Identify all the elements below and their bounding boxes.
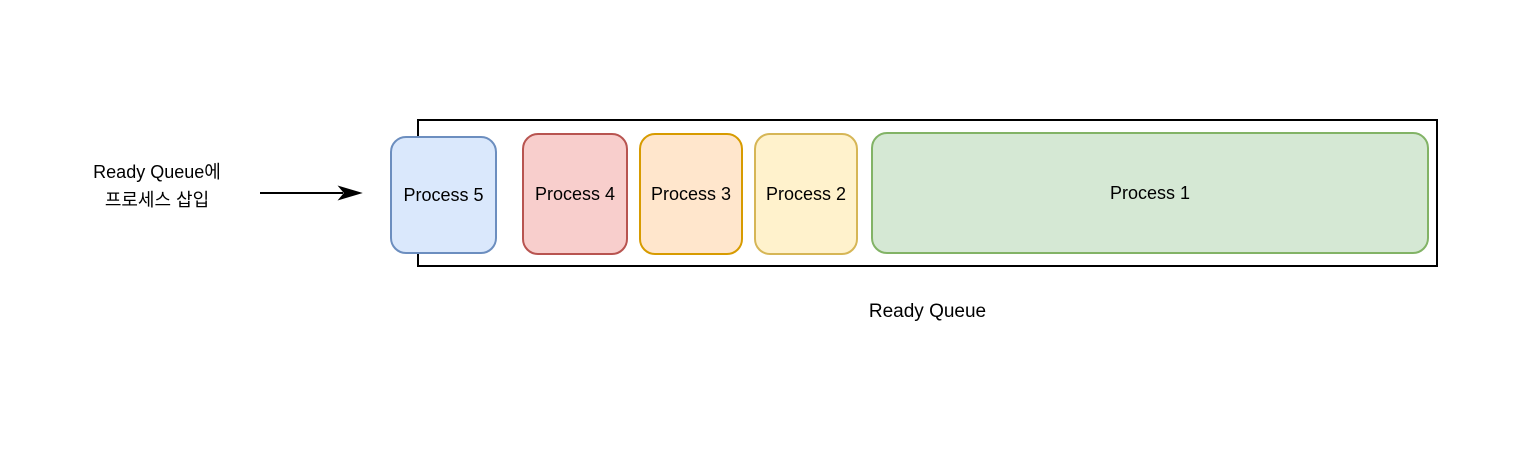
process-box-1: Process 1	[871, 132, 1429, 254]
process-label: Process 1	[1109, 182, 1191, 203]
process-box-2: Process 2	[754, 133, 858, 255]
insert-arrow-icon	[260, 185, 363, 201]
process-label: Process 3	[650, 183, 732, 204]
process-label: Process 5	[403, 184, 484, 205]
process-box-5: Process 5	[390, 136, 497, 254]
process-label: Process 2	[765, 183, 847, 204]
queue-caption: Ready Queue	[868, 301, 987, 322]
annotation-line-2: 프로세스 삽입	[104, 190, 210, 210]
annotation-line-1: Ready Queue에	[93, 162, 221, 182]
process-label: Process 4	[534, 183, 616, 204]
process-box-3: Process 3	[639, 133, 743, 255]
process-box-4: Process 4	[522, 133, 628, 255]
annotation-label: Ready Queue에 프로세스 삽입	[52, 158, 262, 214]
